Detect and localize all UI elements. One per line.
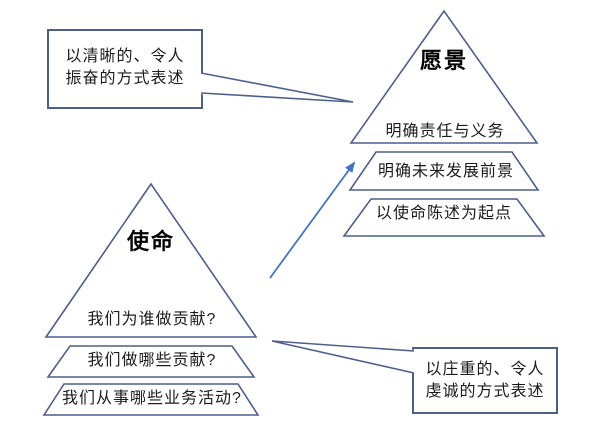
vision-callout-text: 以清晰的、令人 振奋的方式表述	[65, 46, 184, 90]
mission-callout	[271, 340, 558, 414]
vision-pyramid-title: 愿景	[419, 48, 469, 73]
mission-pyramid-title: 使命	[126, 229, 176, 254]
vision-layer-1-label: 明确责任与义务	[385, 123, 505, 140]
mission-layer-3-label: 我们从事哪些业务活动?	[62, 390, 242, 407]
vision-triangle-top	[349, 9, 539, 144]
vision-pyramid	[342, 9, 546, 237]
vision-layer-2-label: 明确未来发展前景	[377, 163, 515, 180]
mission-layer-3	[42, 383, 260, 416]
mission-callout-text: 以庄重的、令人 虔诚的方式表述	[425, 359, 544, 403]
mission-to-vision-arrow	[269, 161, 356, 279]
vision-layer-3	[342, 198, 546, 237]
mission-layer-2	[46, 345, 256, 378]
vision-layer-2	[348, 151, 540, 191]
mission-layer-2-label: 我们做哪些贡献?	[87, 352, 217, 369]
mission-pyramid	[42, 182, 260, 416]
vision-callout-box	[47, 29, 203, 109]
vision-callout-line-2: 振奋的方式表述	[65, 70, 185, 87]
mission-triangle-top	[44, 182, 258, 338]
mission-layer-1-label: 我们为谁做贡献?	[87, 311, 217, 328]
vision-callout-line-1: 以清晰的、令人	[65, 48, 185, 65]
vision-layer-3-label: 以使命陈述为起点	[375, 205, 513, 222]
mission-callout-box	[412, 347, 558, 414]
vision-callout	[47, 29, 354, 109]
mission-callout-line-1: 以庄重的、令人	[425, 361, 545, 378]
mission-callout-line-2: 虔诚的方式表述	[425, 383, 545, 400]
